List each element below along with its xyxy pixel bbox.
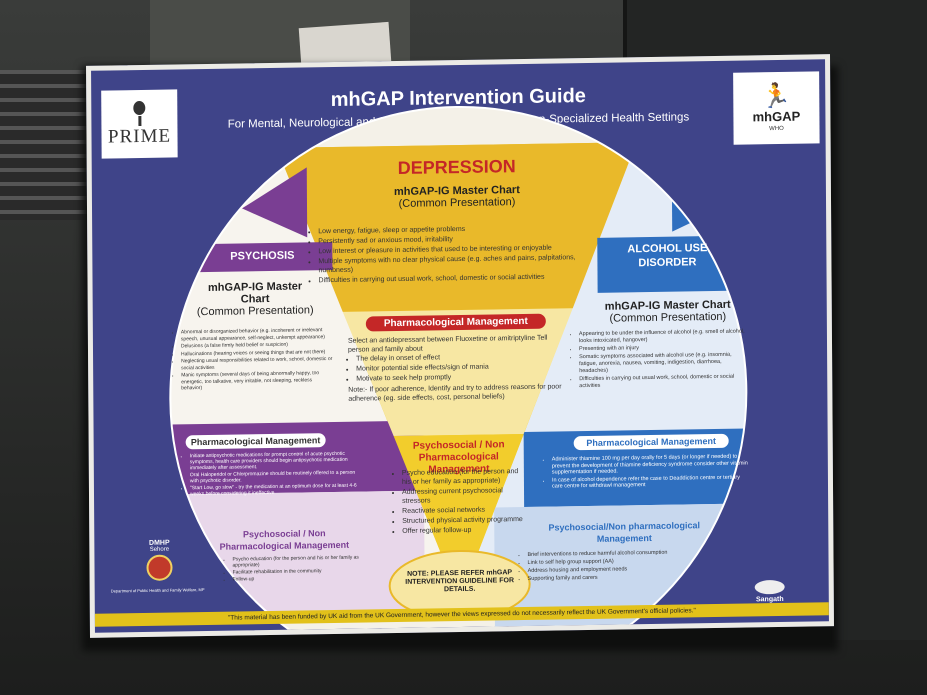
alcohol-psycho-label: Psychosocial/Non pharmacological Managem… — [548, 520, 701, 544]
depression-pharm-block: Select an antidepressant between Fluoxet… — [348, 333, 568, 403]
leaf-icon — [754, 579, 785, 595]
alcohol-chart-title: mhGAP-IG Master Chart (Common Presentati… — [604, 298, 731, 325]
sangath-logo: Sangath — [745, 579, 795, 604]
dmhp-logo: DMHP Sehore — [134, 539, 184, 583]
psychosis-title: PSYCHOSIS — [230, 249, 295, 263]
depression-chart-title: mhGAP-IG Master Chart (Common Presentati… — [393, 184, 520, 210]
alcohol-symptom-list: Appearing to be under the influence of a… — [571, 329, 746, 392]
psychosis-psycho-list: Psycho education (for the person and his… — [224, 555, 364, 584]
depression-pharm-label: Pharmacological Management — [365, 313, 546, 332]
psychosis-symptom-list: Abnormal or disorganized behavior (e.g. … — [173, 327, 333, 393]
emblem-icon — [146, 554, 173, 581]
alcohol-psycho-list: Brief interventions to reduce harmful al… — [519, 549, 699, 584]
background-blinds — [0, 70, 90, 220]
wheel-diagram — [168, 102, 749, 633]
depression-title: DEPRESSION — [397, 156, 516, 178]
alcohol-title: ALCOHOL USE DISORDER — [627, 242, 708, 270]
depression-psycho-list: Psycho education (for the person and his… — [394, 467, 524, 537]
psychosis-chart-title: mhGAP-IG Master Chart (Common Presentati… — [196, 280, 314, 319]
alcohol-pharm-list: Administer thiamine 100 mg per day orall… — [544, 453, 749, 491]
psychosis-pharm-list: Initiate antipsychotic medications for p… — [182, 451, 362, 499]
psychosis-psycho-label: Psychosocial / Non Pharmacological Manag… — [219, 528, 350, 552]
refer-note: NOTE: PLEASE REFER mhGAP INTERVENTION GU… — [405, 569, 515, 594]
depression-symptom-list: Low energy, fatigue, sleep or appetite p… — [310, 223, 610, 287]
alcohol-pharm-label: Pharmacological Management — [573, 433, 729, 451]
poster: PRIME 🏃 mhGAP WHO mhGAP Intervention Gui… — [86, 54, 834, 638]
alcohol-triangle-icon — [671, 161, 738, 232]
psychosis-triangle-icon — [242, 167, 308, 238]
psychosis-pharm-label: Pharmacological Management — [185, 433, 326, 450]
